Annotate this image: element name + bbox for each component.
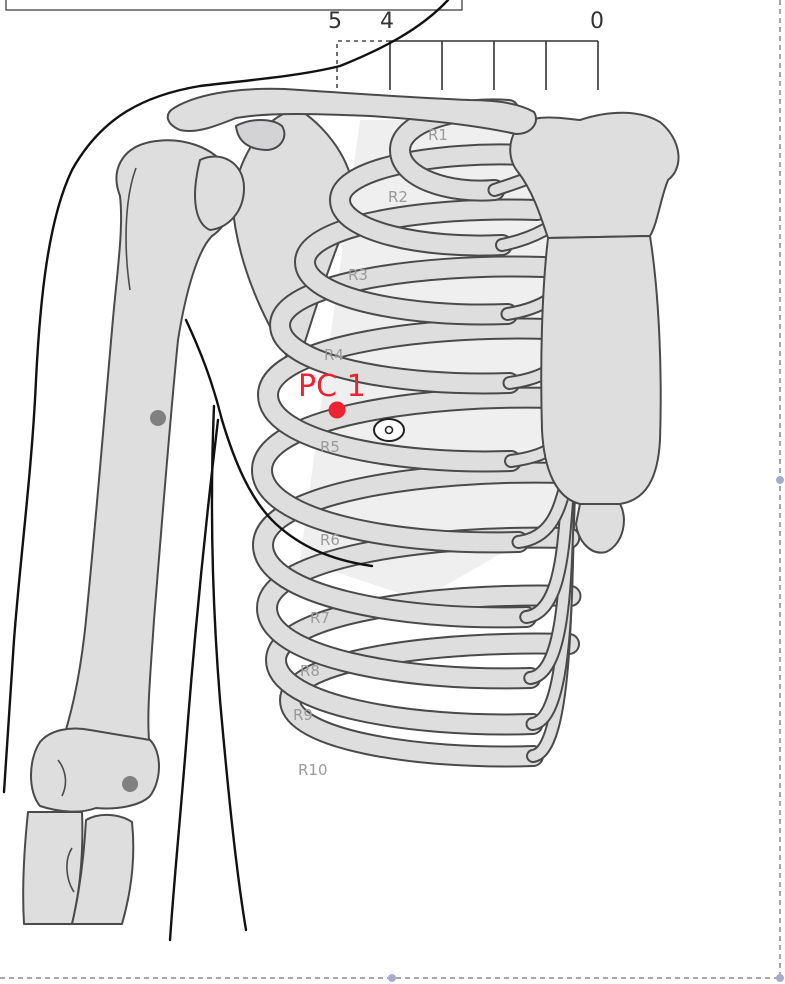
resize-handle-bottom[interactable] <box>388 974 396 982</box>
resize-handle-corner[interactable] <box>776 974 784 982</box>
landmark-dot-elbow <box>122 776 138 792</box>
measurement-scale: 5 4 0 <box>328 9 604 90</box>
humerus-distal-end <box>31 729 159 812</box>
forearm <box>23 812 133 924</box>
rib-label: R2 <box>388 188 408 206</box>
rib-label: R9 <box>293 706 313 724</box>
torso-side-contour <box>212 406 246 930</box>
humerus-shaft <box>60 140 233 750</box>
rib-label: R4 <box>324 346 344 364</box>
rib-label: R5 <box>320 438 340 456</box>
rib-label: R10 <box>298 761 328 779</box>
sternum-body <box>541 236 660 504</box>
rib-label: R3 <box>348 266 368 284</box>
landmark-dot-upper-arm <box>150 410 166 426</box>
scale-label-4: 4 <box>380 9 394 34</box>
rib-label: R7 <box>310 609 330 627</box>
acupoint-dot[interactable] <box>329 402 346 419</box>
scale-label-0: 0 <box>590 9 604 34</box>
rib-label: R1 <box>428 126 448 144</box>
clavicle <box>168 89 536 134</box>
resize-handle-right[interactable] <box>776 476 784 484</box>
rib-label: R8 <box>300 662 320 680</box>
rib-label: R6 <box>320 531 340 549</box>
ulna <box>23 812 82 924</box>
xiphoid-process <box>576 504 624 553</box>
scale-label-5: 5 <box>328 9 342 34</box>
acupoint-label: PC 1 <box>298 369 366 404</box>
nipple-icon <box>374 419 404 441</box>
coracoid-process <box>236 120 284 150</box>
